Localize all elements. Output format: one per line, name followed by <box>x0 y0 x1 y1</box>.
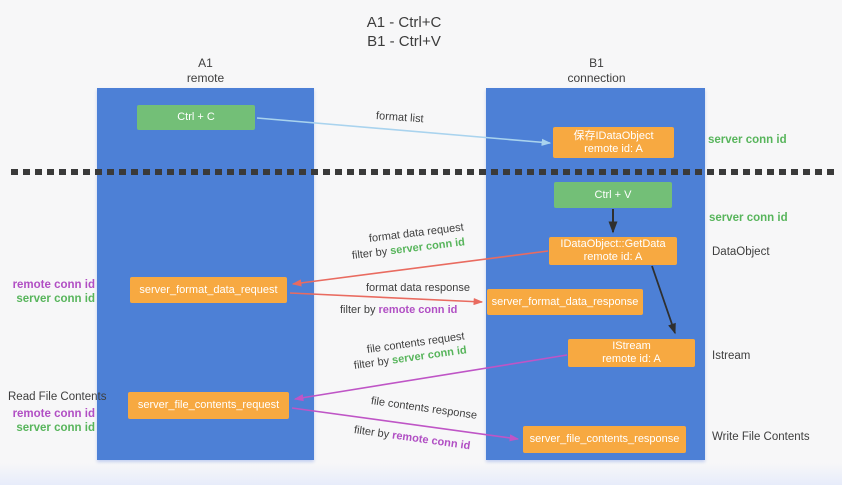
box-server-file-contents-request-label: server_file_contents_request <box>137 399 280 411</box>
box-istream: IStream remote id: A <box>568 339 695 367</box>
box-server-file-contents-response: server_file_contents_response <box>523 426 686 453</box>
label-filter-by-remote-conn-id-2: filter by remote conn id <box>353 424 471 452</box>
lane-b1-role: connection <box>567 71 626 85</box>
annotation-file-server-conn-id: server conn id <box>16 422 95 434</box>
annotation-read-file-contents: Read File Contents <box>8 391 107 403</box>
box-server-format-data-request: server_format_data_request <box>130 277 287 303</box>
box-save-dataobject-line1: 保存IDataObject <box>573 129 654 142</box>
annotation-format-remote-conn-id: remote conn id <box>12 279 95 291</box>
box-save-dataobject-line2: remote id: A <box>584 142 643 155</box>
box-server-format-data-response-label: server_format_data_response <box>491 295 639 308</box>
box-ctrl-c: Ctrl + C <box>137 105 255 130</box>
annotation-dataobject: DataObject <box>712 246 770 258</box>
label-filter-prefix: filter by <box>353 354 393 372</box>
annotation-write-file-contents: Write File Contents <box>712 431 810 443</box>
label-file-contents-response: file contents response <box>370 395 478 422</box>
box-istream-line1: IStream <box>612 340 651 352</box>
annotation-server-conn-id-mid: server conn id <box>709 212 788 224</box>
annotation-format-conn-ids: remote conn id server conn id <box>12 278 95 306</box>
box-ctrl-c-label: Ctrl + C <box>177 111 215 123</box>
annotation-format-server-conn-id: server conn id <box>16 293 95 305</box>
label-filter-keyword: remote conn id <box>378 304 458 316</box>
page-title: A1 - Ctrl+C B1 - Ctrl+V <box>354 13 454 51</box>
box-getdata: IDataObject::GetData remote id: A <box>549 237 677 265</box>
box-ctrl-v: Ctrl + V <box>554 182 672 208</box>
lane-a1-name: A1 <box>198 56 213 70</box>
lane-b1-header: B1 connection <box>546 56 647 86</box>
label-format-data-response: format data response <box>366 282 470 294</box>
label-filter-by-remote-conn-id-1: filter by remote conn id <box>340 304 457 316</box>
bottom-gradient <box>0 463 842 485</box>
box-save-dataobject: 保存IDataObject remote id: A <box>553 127 674 158</box>
box-getdata-line2: remote id: A <box>583 251 643 263</box>
annotation-istream: Istream <box>712 350 751 362</box>
box-ctrl-v-label: Ctrl + V <box>594 188 632 201</box>
annotation-file-conn-ids: remote conn id server conn id <box>12 407 95 435</box>
label-filter-prefix: filter by <box>353 424 393 442</box>
dotted-separator <box>11 169 835 175</box>
label-filter-prefix: filter by <box>351 245 391 262</box>
lane-b1-name: B1 <box>589 56 604 70</box>
annotation-file-remote-conn-id: remote conn id <box>12 408 95 420</box>
label-filter-prefix: filter by <box>340 304 379 316</box>
box-server-file-contents-request: server_file_contents_request <box>128 392 289 419</box>
label-filter-keyword: remote conn id <box>391 429 472 453</box>
title-line-2: B1 - Ctrl+V <box>367 33 441 50</box>
box-server-format-data-request-label: server_format_data_request <box>139 283 278 296</box>
label-format-list: format list <box>375 110 424 126</box>
lane-a1-role: remote <box>186 71 225 85</box>
box-getdata-line1: IDataObject::GetData <box>560 238 666 250</box>
title-line-1: A1 - Ctrl+C <box>366 14 442 31</box>
lane-a1-header: A1 remote <box>155 56 256 86</box>
arrow-format-data-response <box>289 292 484 306</box>
box-server-format-data-response: server_format_data_response <box>487 289 643 315</box>
annotation-server-conn-id-top: server conn id <box>708 134 787 146</box>
box-istream-line2: remote id: A <box>602 353 661 365</box>
box-server-file-contents-response-label: server_file_contents_response <box>529 433 680 445</box>
